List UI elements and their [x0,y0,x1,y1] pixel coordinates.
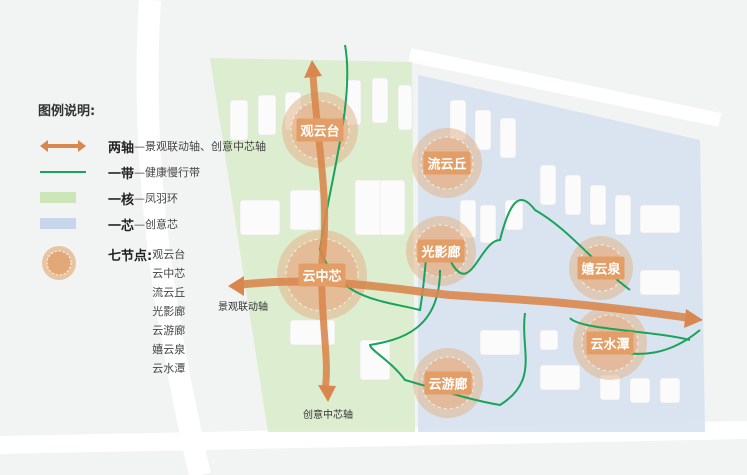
building [379,179,406,236]
node-label: 流云丘 [423,151,471,175]
node-label: 云游廊 [424,371,472,395]
building [479,204,497,244]
road [136,0,211,475]
building [539,164,557,206]
building [359,339,391,381]
building [289,189,321,231]
legend-node-item: 嬉云泉 [152,343,186,356]
building [659,377,681,404]
road [408,48,722,127]
legend-node-item: 光影廊 [152,305,186,318]
building [479,329,521,356]
legend-title: 图例说明: [38,104,96,119]
green-line-icon [38,165,98,179]
building [639,204,681,234]
legend-item-two-axes: 两轴—景观联动轴、创意中芯轴 [38,133,278,159]
double-arrow-icon [38,139,98,153]
building [257,94,277,136]
legend: 图例说明: 两轴—景观联动轴、创意中芯轴 一带—健康慢行带 一核—凤羽环 一芯—… [38,100,278,378]
building [614,194,632,236]
node-label: 云水潭 [586,331,634,355]
arrow-down-icon [318,385,336,402]
legend-item-one-belt: 一带—健康慢行带 [38,159,278,185]
building [564,174,582,216]
building [229,99,249,141]
green-swatch [38,191,98,205]
legend-node-item: 云中芯 [152,267,186,280]
building [239,199,281,236]
arrow-right-icon [684,309,703,328]
legend-node-item: 流云丘 [152,286,186,299]
node-label: 光影廊 [417,239,465,263]
building [639,269,681,296]
building [474,109,492,151]
building [589,184,607,226]
building [629,377,651,404]
arrow-up-icon [304,60,322,78]
building [371,77,389,124]
building [397,84,413,131]
building [499,117,517,159]
node-label: 观云台 [296,118,344,142]
legend-node-item: 云游廊 [152,324,186,337]
legend-node-item: 云水潭 [152,362,186,375]
node-label: 嬉云泉 [577,256,625,280]
node-circle-icon [38,245,98,281]
road [0,421,747,454]
building [539,329,559,351]
legend-item-one-core: 一核—凤羽环 [38,185,278,211]
building [504,199,524,231]
blue-swatch [38,217,98,231]
landscape-axis-label: 景观联动轴 [218,302,268,313]
node-label: 云中芯 [298,263,346,287]
legend-item-one-heart: 一芯—创意芯 [38,211,278,237]
node-list: 观云台云中芯流云丘光影廊云游廊嬉云泉云水潭 [152,245,185,378]
legend-node-item: 观云台 [152,248,186,261]
building [539,364,581,391]
legend-item-seven-nodes: 七节点: 观云台云中芯流云丘光影廊云游廊嬉云泉云水潭 [38,245,278,378]
arrow-left-icon [228,276,244,296]
creative-axis-label: 创意中芯轴 [303,410,353,421]
